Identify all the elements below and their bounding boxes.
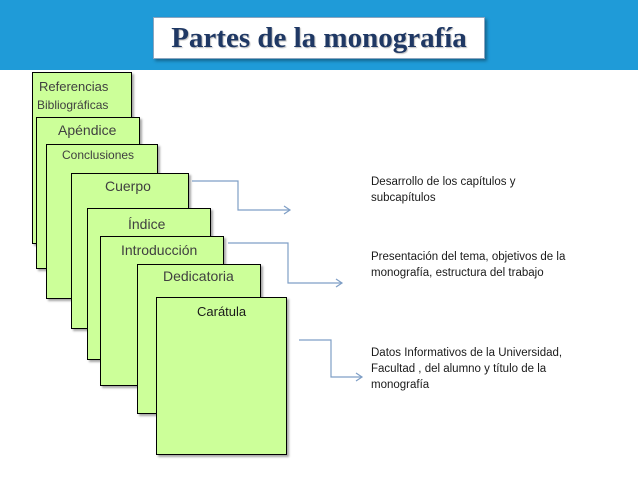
page-label-introduccion: Introducción — [121, 242, 198, 258]
arrowhead-cuerpo — [283, 205, 292, 215]
arrowhead-introduccion — [335, 278, 344, 288]
page-label-referencias: Referencias — [39, 79, 109, 94]
page-label-caratula: Carátula — [197, 304, 247, 319]
page-label-indice: Índice — [128, 216, 166, 232]
title-box: Partes de la monografía — [153, 17, 485, 59]
arrow-cuerpo — [192, 180, 290, 211]
page-label-cuerpo: Cuerpo — [105, 178, 151, 194]
arrow-caratula — [299, 339, 362, 378]
page-label-conclusiones: Conclusiones — [62, 148, 135, 162]
page-label-bibliograficas: Bibliográficas — [37, 98, 109, 112]
page-label-dedicatoria: Dedicatoria — [163, 268, 234, 284]
arrowhead-caratula — [355, 372, 364, 382]
description-introduccion: Presentación del tema, objetivos de la m… — [371, 251, 566, 279]
arrow-introduccion — [228, 242, 342, 284]
description-caratula: Datos Informativos de la Universidad, Fa… — [371, 347, 563, 391]
page-title: Partes de la monografía — [171, 21, 467, 54]
description-cuerpo: Desarrollo de los capítulos y subcapítul… — [371, 176, 516, 204]
page-caratula: Carátula — [156, 297, 287, 455]
page-label-apendice: Apéndice — [58, 122, 117, 138]
